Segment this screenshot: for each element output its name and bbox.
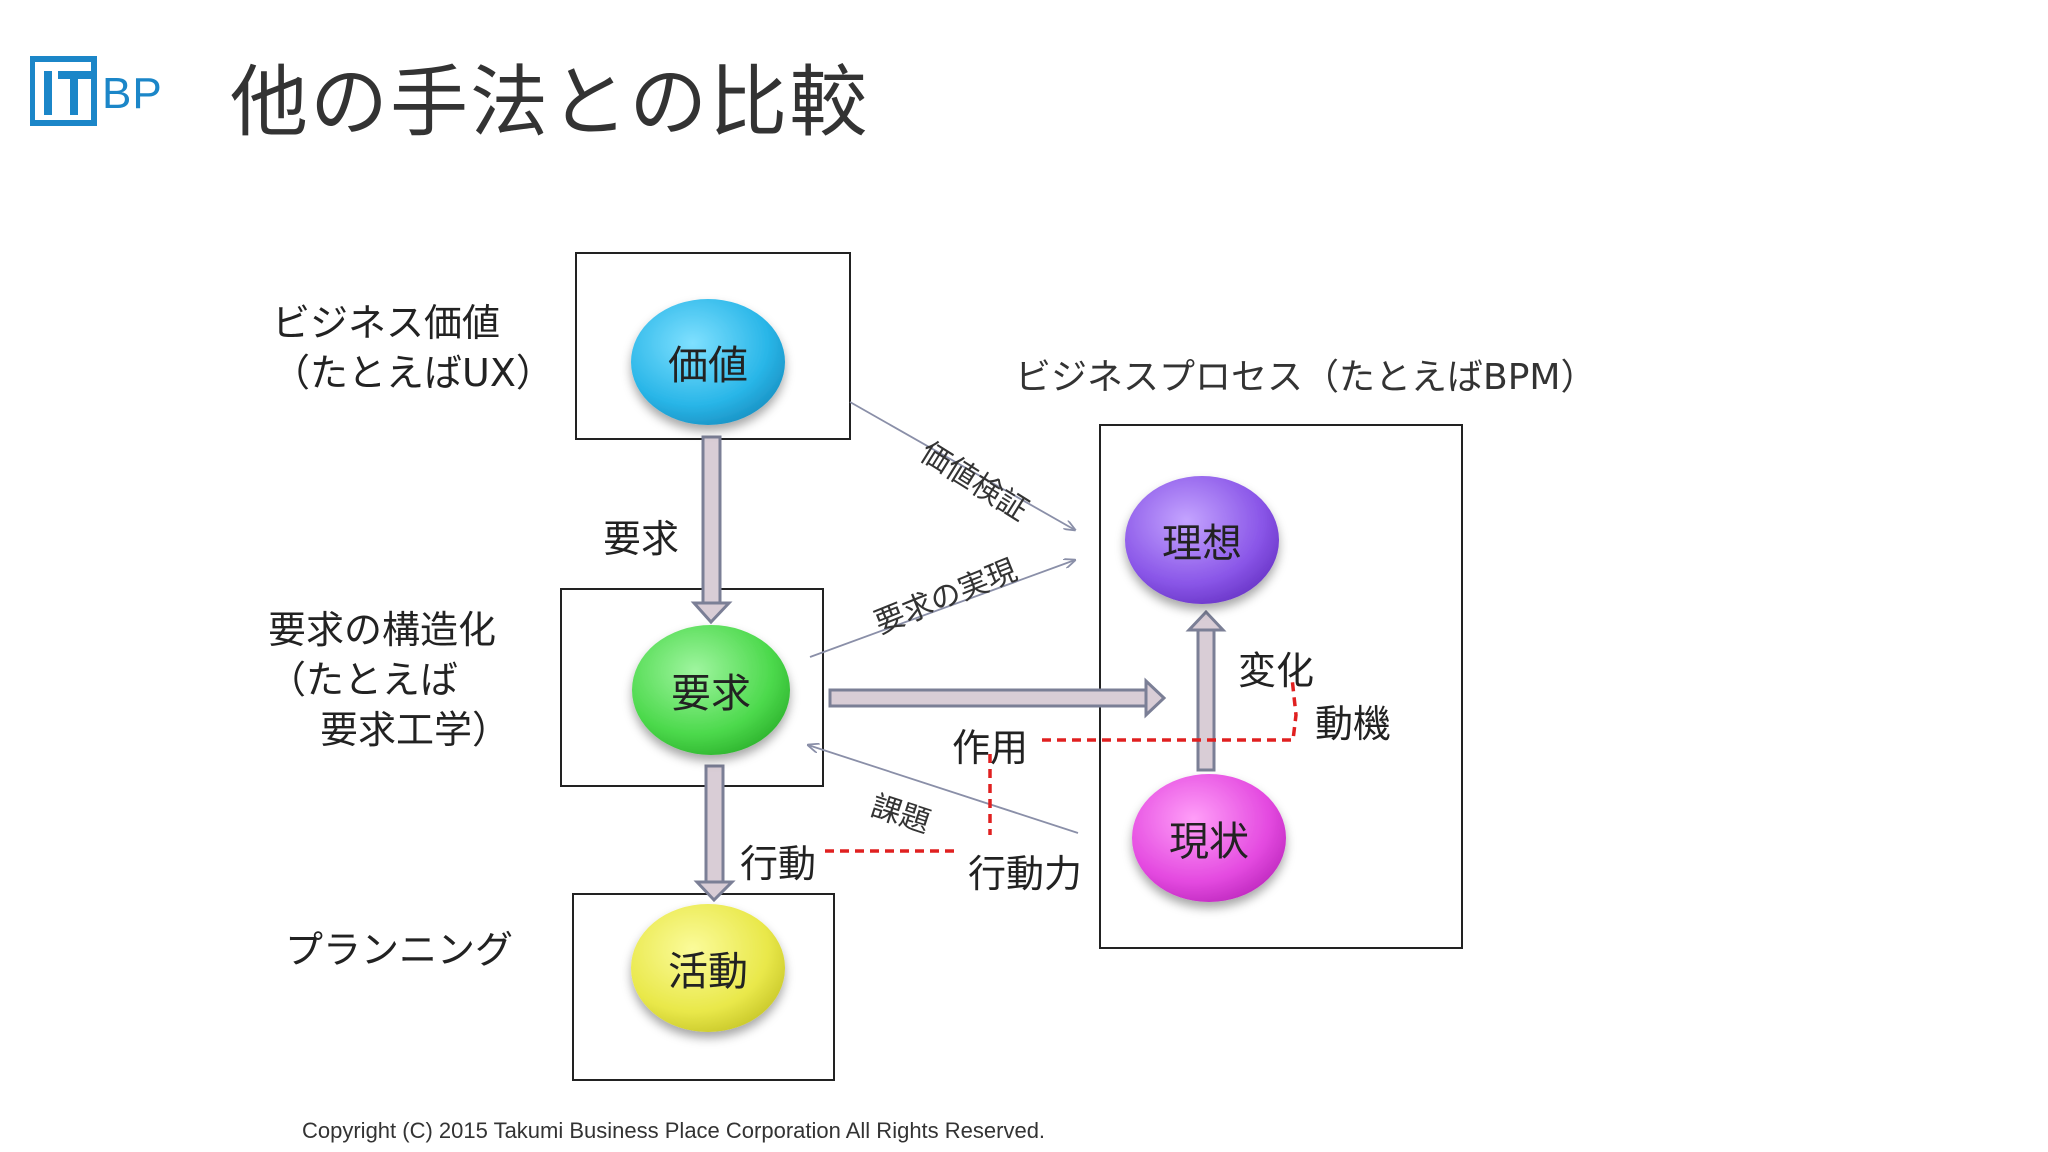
value-node-label: 価値 — [668, 343, 748, 389]
current-node-label: 現状 — [1169, 819, 1249, 865]
issue-arrow — [808, 745, 1079, 834]
copyright-footer: Copyright (C) 2015 Takumi Business Place… — [302, 1118, 1046, 1143]
logo-text: BP — [102, 69, 163, 118]
ideal-node — [1125, 476, 1279, 604]
requirement-to-activity-arrow — [693, 764, 736, 903]
page-title: 他の手法との比較 — [230, 58, 870, 148]
value-to-requirement-arrow — [690, 435, 733, 625]
motivation-label: 動機 — [1315, 702, 1392, 746]
action-label: 行動 — [740, 842, 817, 886]
requirement-realization-arrow — [809, 560, 1075, 658]
dashed-connectors — [825, 677, 1298, 853]
current-node — [1132, 774, 1286, 902]
ideal-node-label: 理想 — [1162, 521, 1242, 567]
logo-mark-icon — [30, 56, 97, 126]
activity-node-label: 活動 — [668, 949, 748, 995]
bpm-label: ビジネスプロセス（たとえばBPM） — [1015, 357, 1597, 398]
current-to-ideal-arrow — [1185, 609, 1227, 772]
company-logo: BP — [30, 55, 170, 127]
change-label: 変化 — [1238, 649, 1315, 693]
requirement-node-label: 要求 — [671, 671, 751, 717]
activity-node — [631, 904, 785, 1032]
business-value-label: ビジネス価値 （たとえばUX） — [272, 301, 554, 395]
action-power-label: 行動力 — [968, 852, 1083, 896]
planning-label: プランニング — [285, 928, 514, 972]
value-node — [631, 299, 785, 425]
requirement-structuring-label: 要求の構造化 （たとえば 要求工学） — [268, 608, 511, 752]
value-validation-arrow — [849, 401, 1075, 530]
requirement-to-process-arrow — [828, 677, 1167, 719]
motivation-effect-dashed-line — [1042, 677, 1298, 742]
requirement-node — [632, 625, 790, 755]
requirement-arrow-label: 要求 — [603, 517, 680, 561]
effect-label: 作用 — [952, 726, 1029, 770]
